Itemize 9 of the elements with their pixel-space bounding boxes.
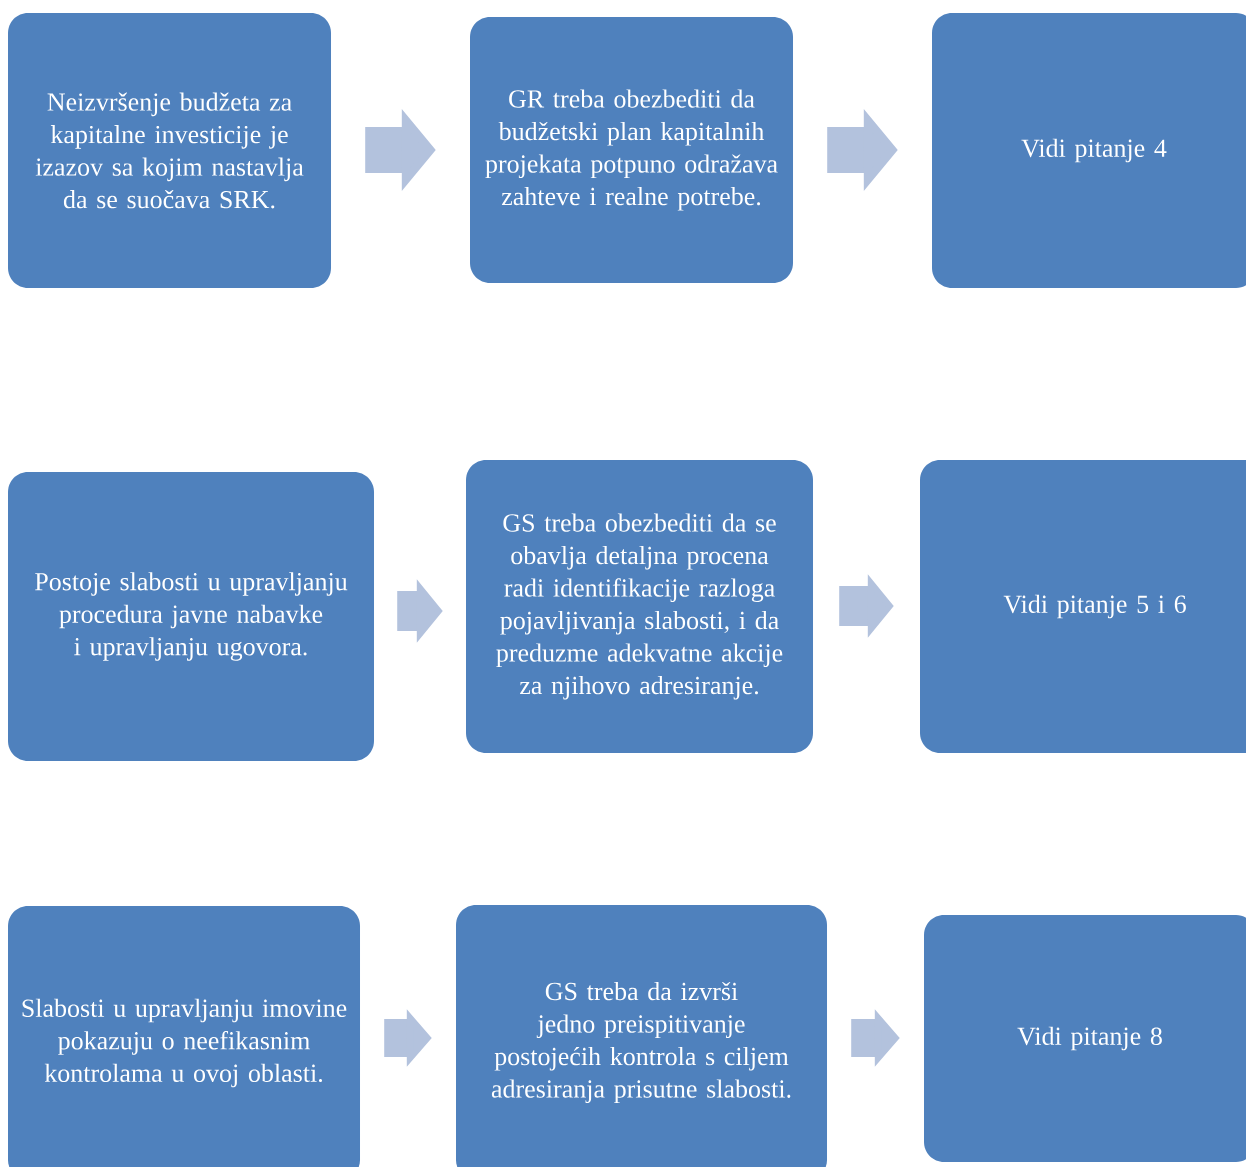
process-box: Slabosti u upravljanju imovine pokazuju o neefikasnim kontrolama u ovoj oblasti. bbox=[8, 906, 360, 1167]
process-box: Neizvršenje budžeta za kapitalne investicije je izazov sa kojim nastavlja da se suočava SRK. bbox=[8, 13, 331, 288]
process-box: Vidi pitanje 5 i 6 bbox=[920, 460, 1246, 753]
process-box: Vidi pitanje 8 bbox=[924, 915, 1246, 1162]
process-box: GS treba da izvrši jedno preispitivanje postojećih kontrola s ciljem adresiranja prisutne slabosti. bbox=[456, 905, 827, 1167]
process-box: Vidi pitanje 4 bbox=[932, 13, 1246, 288]
process-box: GR treba obezbediti da budžetski plan kapitalnih projekata potpuno odražava zahteve i realne potrebe. bbox=[470, 17, 793, 283]
process-box: GS treba obezbediti da se obavlja detaljna procena radi identifikacije razloga pojavljivanja slabosti, i da preduzme adekvatne akcije za njihovo adresiranje. bbox=[466, 460, 813, 753]
process-box: Postoje slabosti u upravljanju procedura javne nabavke i upravljanju ugovora. bbox=[8, 472, 374, 761]
